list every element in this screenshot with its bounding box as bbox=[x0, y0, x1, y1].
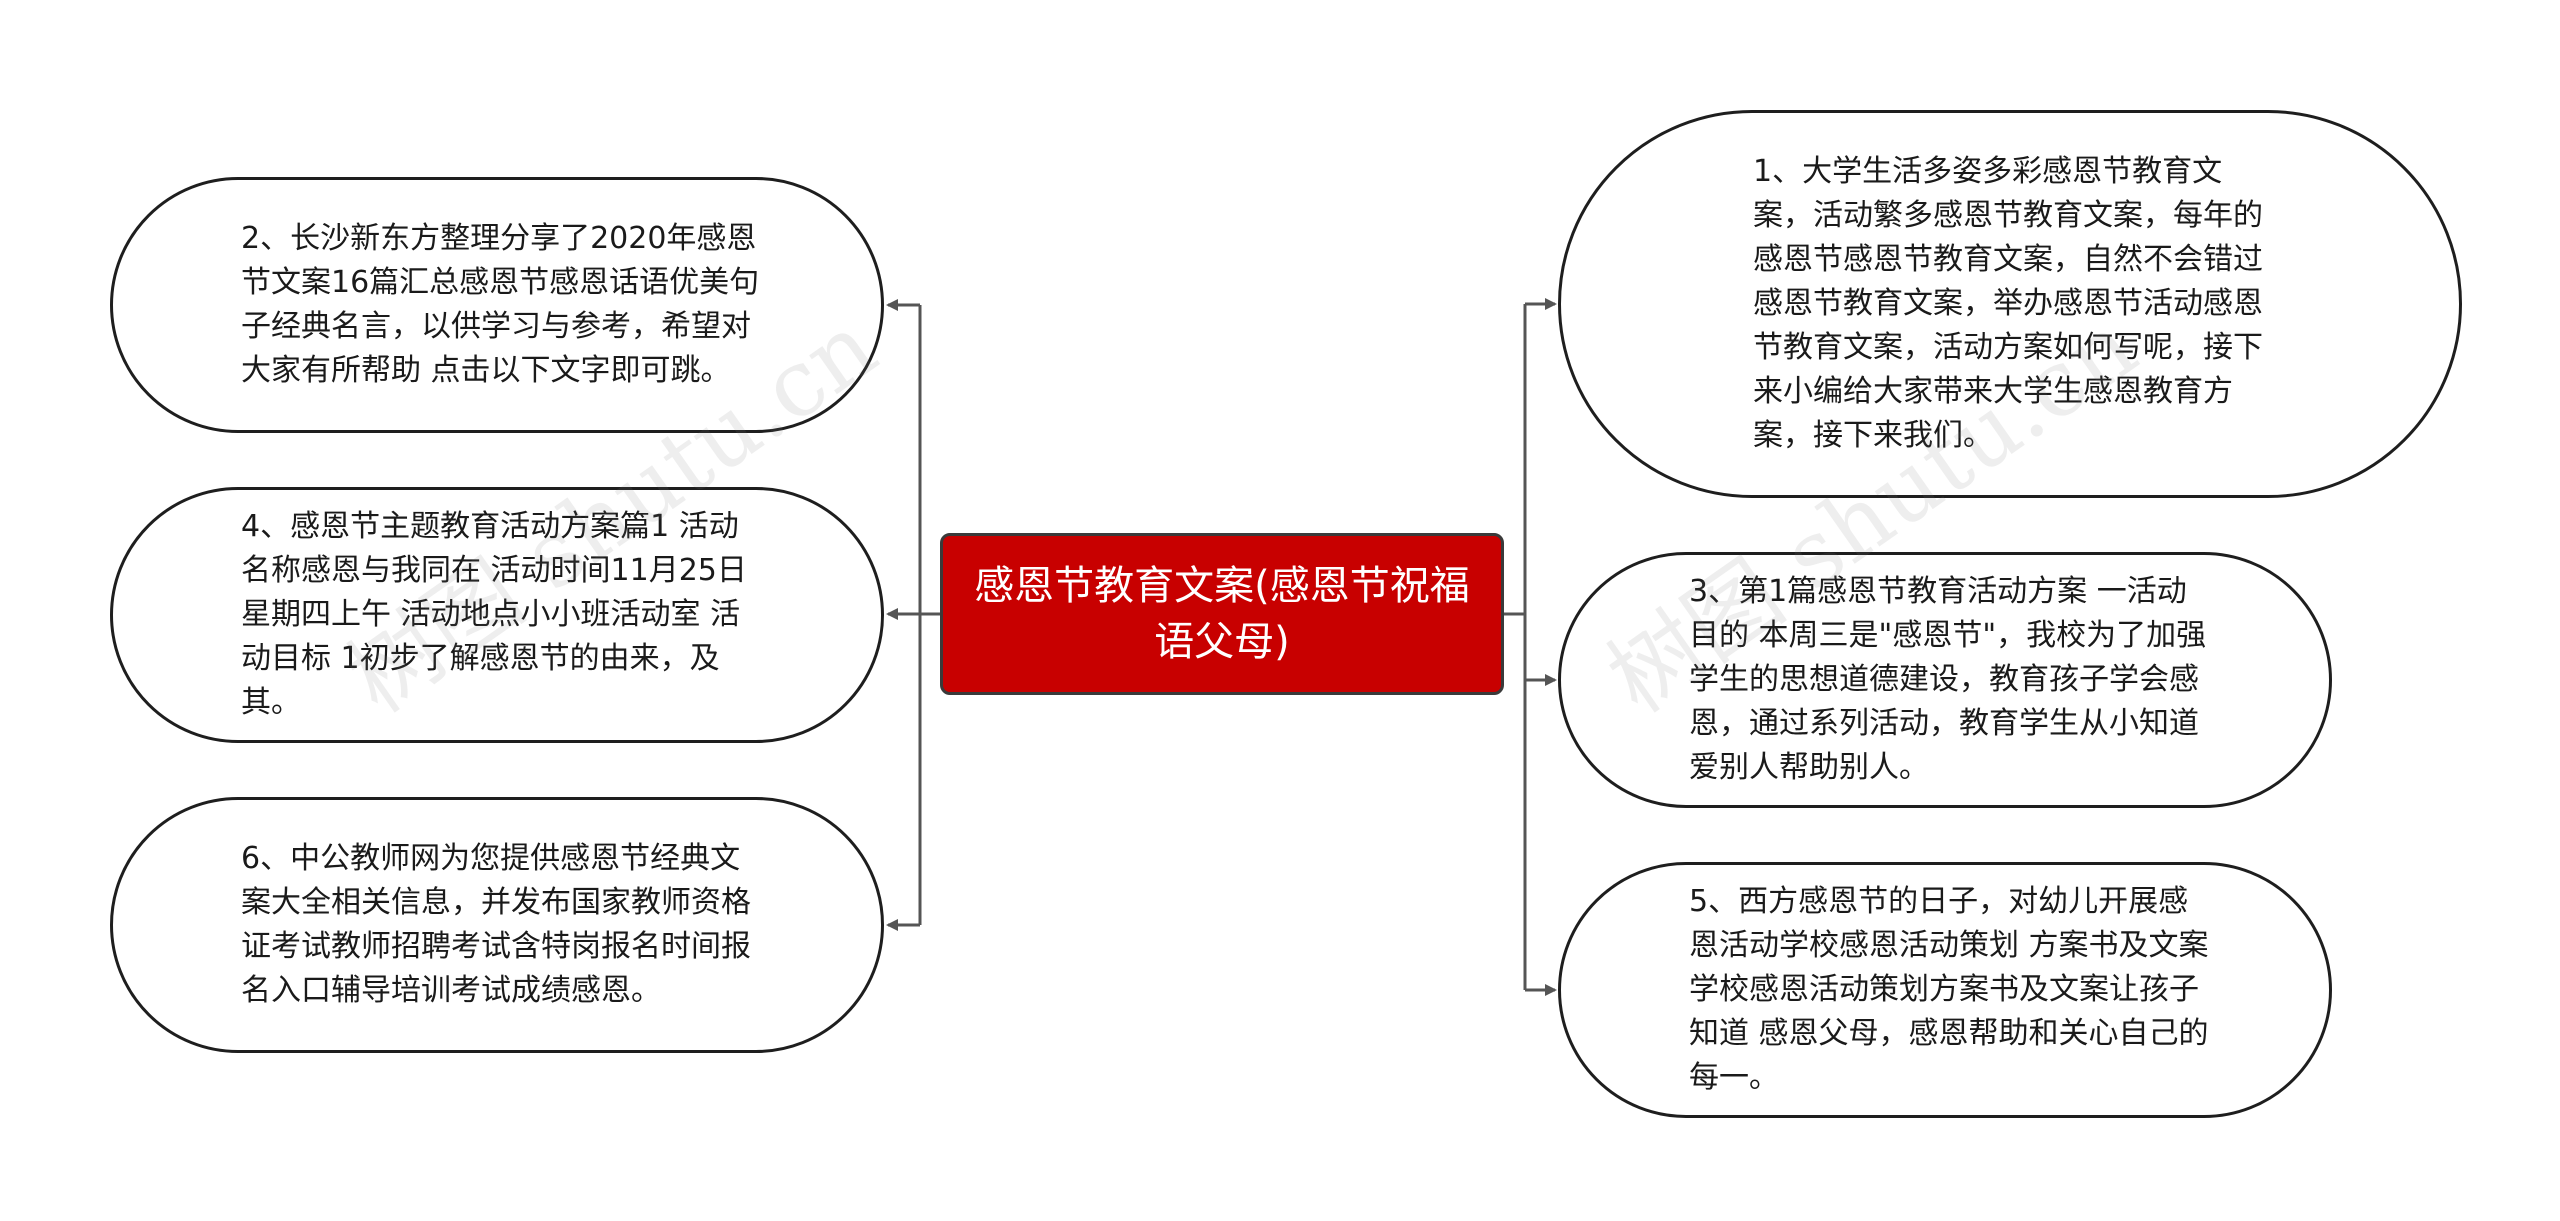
left-connectors bbox=[886, 299, 940, 931]
branch-node-3[interactable]: 3、第1篇感恩节教育活动方案 一活动目的 本周三是"感恩节"，我校为了加强学生的… bbox=[1558, 552, 2332, 808]
branch-node-2[interactable]: 2、长沙新东方整理分享了2020年感恩节文案16篇汇总感恩节感恩话语优美句子经典… bbox=[110, 177, 884, 433]
branch-node-4[interactable]: 4、感恩节主题教育活动方案篇1 活动名称感恩与我同在 活动时间11月25日星期四… bbox=[110, 487, 884, 743]
branch-1-text: 1、大学生活多姿多彩感恩节教育文案，活动繁多感恩节教育文案，每年的感恩节感恩节教… bbox=[1753, 154, 2263, 453]
central-topic-node[interactable]: 感恩节教育文案(感恩节祝福语父母) bbox=[940, 533, 1504, 695]
branch-6-text: 6、中公教师网为您提供感恩节经典文案大全相关信息，并发布国家教师资格证考试教师招… bbox=[241, 841, 751, 1008]
branch-4-text: 4、感恩节主题教育活动方案篇1 活动名称感恩与我同在 活动时间11月25日星期四… bbox=[241, 509, 747, 720]
branch-node-6[interactable]: 6、中公教师网为您提供感恩节经典文案大全相关信息，并发布国家教师资格证考试教师招… bbox=[110, 797, 884, 1053]
branch-2-text: 2、长沙新东方整理分享了2020年感恩节文案16篇汇总感恩节感恩话语优美句子经典… bbox=[241, 221, 760, 388]
branch-5-text: 5、西方感恩节的日子，对幼儿开展感恩活动学校感恩活动策划 方案书及文案学校感恩活… bbox=[1689, 884, 2209, 1095]
central-topic-label: 感恩节教育文案(感恩节祝福语父母) bbox=[974, 563, 1470, 665]
branch-node-5[interactable]: 5、西方感恩节的日子，对幼儿开展感恩活动学校感恩活动策划 方案书及文案学校感恩活… bbox=[1558, 862, 2332, 1118]
right-connectors bbox=[1504, 298, 1557, 996]
branch-node-1[interactable]: 1、大学生活多姿多彩感恩节教育文案，活动繁多感恩节教育文案，每年的感恩节感恩节教… bbox=[1558, 110, 2462, 498]
branch-3-text: 3、第1篇感恩节教育活动方案 一活动目的 本周三是"感恩节"，我校为了加强学生的… bbox=[1689, 574, 2207, 785]
